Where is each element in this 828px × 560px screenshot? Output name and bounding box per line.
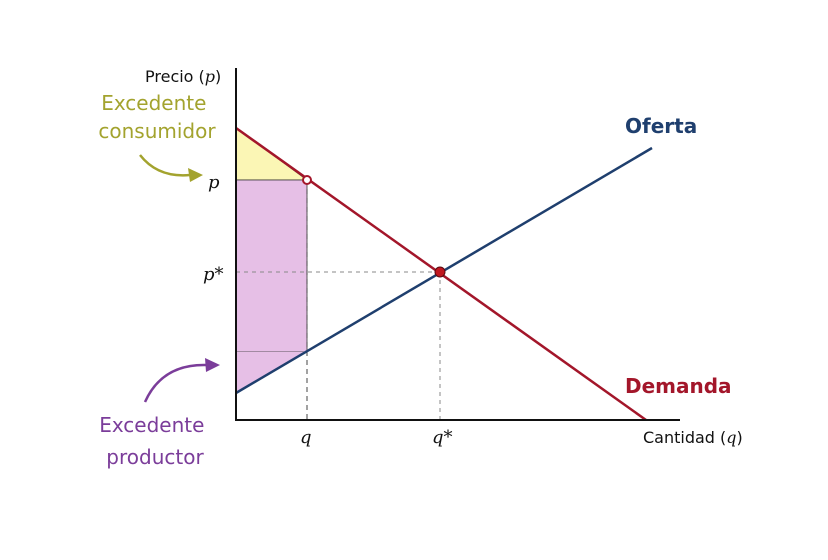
- consumer-arrow-head: [188, 168, 203, 182]
- producer-surplus-area: [235, 179, 308, 353]
- consumer-surplus-label: Excedente consumidor: [98, 91, 216, 143]
- tick-p-star: p*: [203, 264, 224, 285]
- consumer-surplus-arrow: [139, 154, 191, 177]
- price-ceiling-point: [302, 175, 312, 185]
- y-axis-label: Precio (p): [145, 67, 221, 86]
- producer-surplus-arrow: [143, 363, 207, 403]
- tick-p: p: [208, 172, 220, 193]
- tick-q-star: q*: [432, 427, 453, 448]
- producer-arrow-head: [205, 358, 220, 372]
- equilibrium-point: [434, 266, 446, 278]
- demand-label: Demanda: [625, 374, 732, 398]
- tick-q: q: [300, 427, 312, 448]
- x-axis-label: Cantidad (q): [643, 428, 743, 447]
- producer-surplus-label: Excedente productor: [99, 413, 211, 469]
- supply-label: Oferta: [625, 114, 697, 138]
